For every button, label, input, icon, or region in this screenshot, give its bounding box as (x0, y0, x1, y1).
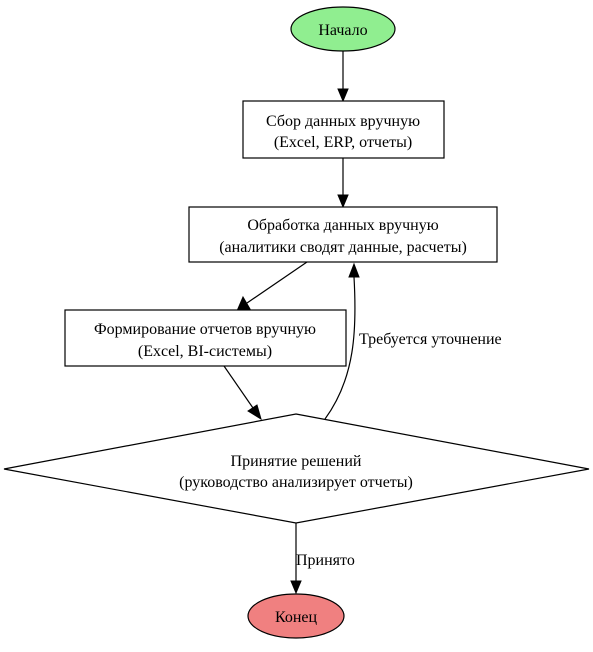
end-label: Конец (275, 609, 318, 626)
edge-label-clarify: Требуется уточнение (359, 331, 502, 348)
node-report: Формирование отчетов вручную (Excel, BI-… (64, 309, 347, 367)
edge-report-to-decision (223, 365, 262, 421)
start-ellipse (290, 6, 396, 52)
node-collect: Сбор данных вручную (Excel, ERP, отчеты) (242, 100, 445, 159)
node-end: Конец (247, 593, 345, 639)
edge-collect-to-process (337, 158, 349, 209)
report-label-line2: (Excel, BI-системы) (138, 343, 272, 360)
edge-decision-to-end (290, 523, 302, 595)
decision-label-line2: (руководство анализирует отчеты) (179, 474, 413, 491)
node-start: Начало (290, 6, 396, 52)
node-process: Обработка данных вручную (аналитики свод… (188, 206, 498, 263)
start-label: Начало (318, 22, 367, 39)
end-ellipse (247, 593, 345, 639)
edge-decision-to-process (324, 262, 360, 420)
edge-process-to-report (236, 261, 308, 312)
edge-start-to-collect (337, 51, 349, 103)
collect-box (242, 100, 445, 159)
process-label-line2: (аналитики сводят данные, расчеты) (219, 239, 467, 256)
collect-label-line1: Сбор данных вручную (266, 113, 420, 130)
decision-diamond (3, 413, 590, 524)
decision-label-line1: Принятие решений (231, 453, 362, 470)
process-box (188, 206, 498, 263)
report-label-line1: Формирование отчетов вручную (94, 321, 316, 338)
process-label-line1: Обработка данных вручную (247, 217, 438, 234)
node-decision: Принятие решений (руководство анализируе… (3, 413, 590, 524)
report-box (64, 309, 347, 367)
collect-label-line2: (Excel, ERP, отчеты) (274, 134, 412, 151)
edge-label-accepted: Принято (296, 552, 355, 569)
